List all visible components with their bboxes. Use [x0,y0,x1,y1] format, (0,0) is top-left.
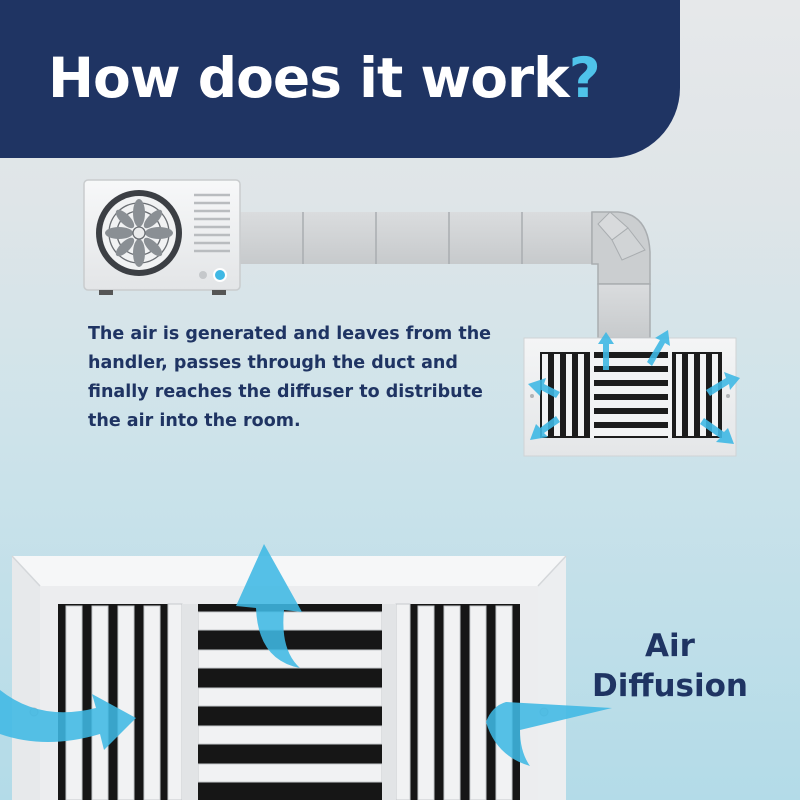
header-banner [0,0,680,158]
page-title: How does it work? [48,46,601,110]
title-text: How does it work [48,46,570,110]
air-handler-unit-icon [83,179,241,295]
large-airflow-arrow-icon [0,544,612,766]
diffuser-closeup [11,555,567,800]
diffuser-icon [523,337,737,457]
title-question-mark: ? [568,46,601,110]
airflow-arrow-icon [528,330,740,444]
air-diffusion-line1: Air [645,628,695,664]
duct-icon [232,211,651,339]
air-diffusion-line2: Diffusion [592,668,748,704]
process-description: The air is generated and leaves from the… [88,324,492,431]
air-diffusion-label: Air Diffusion [590,626,750,706]
